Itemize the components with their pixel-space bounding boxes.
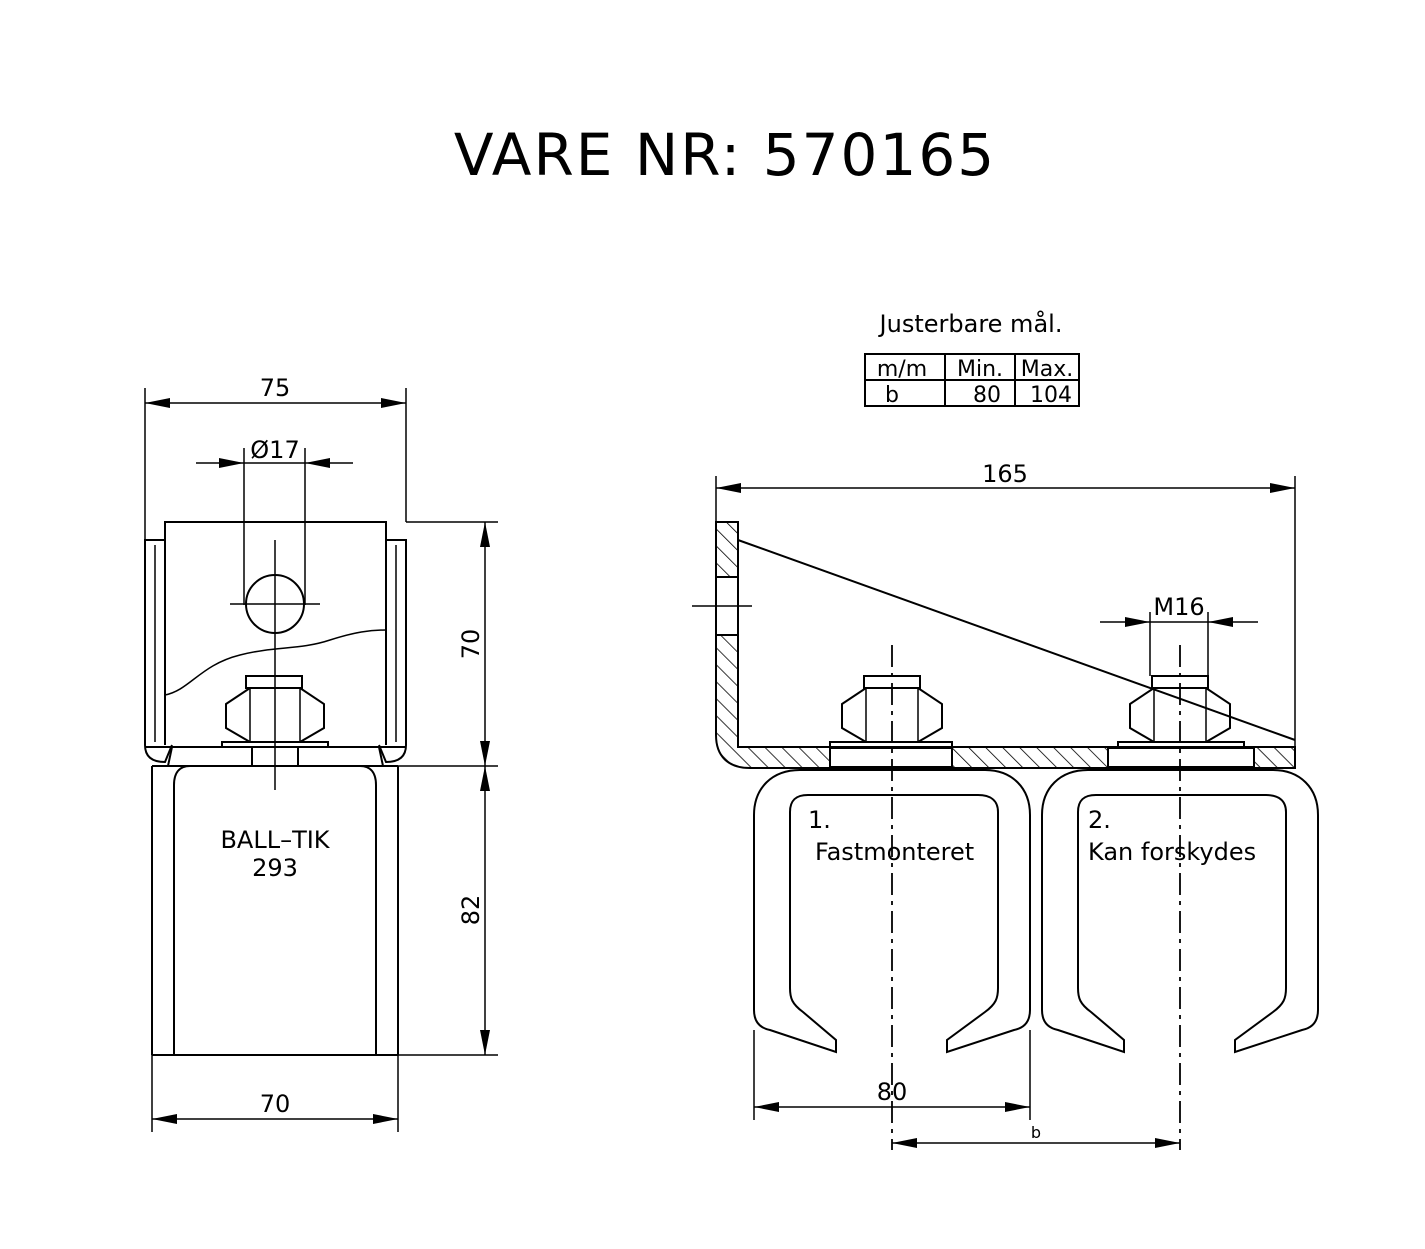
dim-bolt-size: M16: [1153, 593, 1204, 621]
trolley-2-number: 2.: [1088, 806, 1111, 834]
trolley-model-number: 293: [252, 854, 298, 882]
dim-top-width: 75: [260, 374, 291, 402]
dim-total-length: 165: [982, 460, 1028, 488]
dim-hole-diameter: Ø17: [250, 436, 299, 464]
table-cell-b: b: [885, 383, 899, 408]
drawing-title: VARE NR: 570165: [454, 121, 996, 189]
trolley-1-label: Fastmonteret: [815, 838, 974, 866]
dim-bottom-width: 70: [260, 1090, 291, 1118]
table-cell-min: 80: [973, 383, 1001, 408]
left-end-view: 75 Ø17: [144, 374, 498, 1132]
adjustable-dimensions-table: Justerbare mål. m/m Min. Max. b 80 104: [864, 309, 1080, 408]
table-header-mm: m/m: [877, 357, 927, 382]
table-caption: Justerbare mål.: [878, 309, 1063, 338]
table-header-min: Min.: [957, 357, 1003, 382]
table-cell-max: 104: [1030, 383, 1072, 408]
dim-upper-height: 70: [457, 629, 485, 660]
trolley-2-label: Kan forskydes: [1088, 838, 1256, 866]
dim-adjustable-b: b: [1031, 1123, 1041, 1142]
dim-lower-height: 82: [457, 895, 485, 926]
right-side-view: 165 M16 1.: [692, 460, 1319, 1150]
table-header-max: Max.: [1021, 357, 1073, 382]
trolley-model-label: BALL–TIK: [220, 826, 330, 854]
dim-trolley-width: 80: [877, 1078, 908, 1106]
trolley-1-number: 1.: [808, 806, 831, 834]
